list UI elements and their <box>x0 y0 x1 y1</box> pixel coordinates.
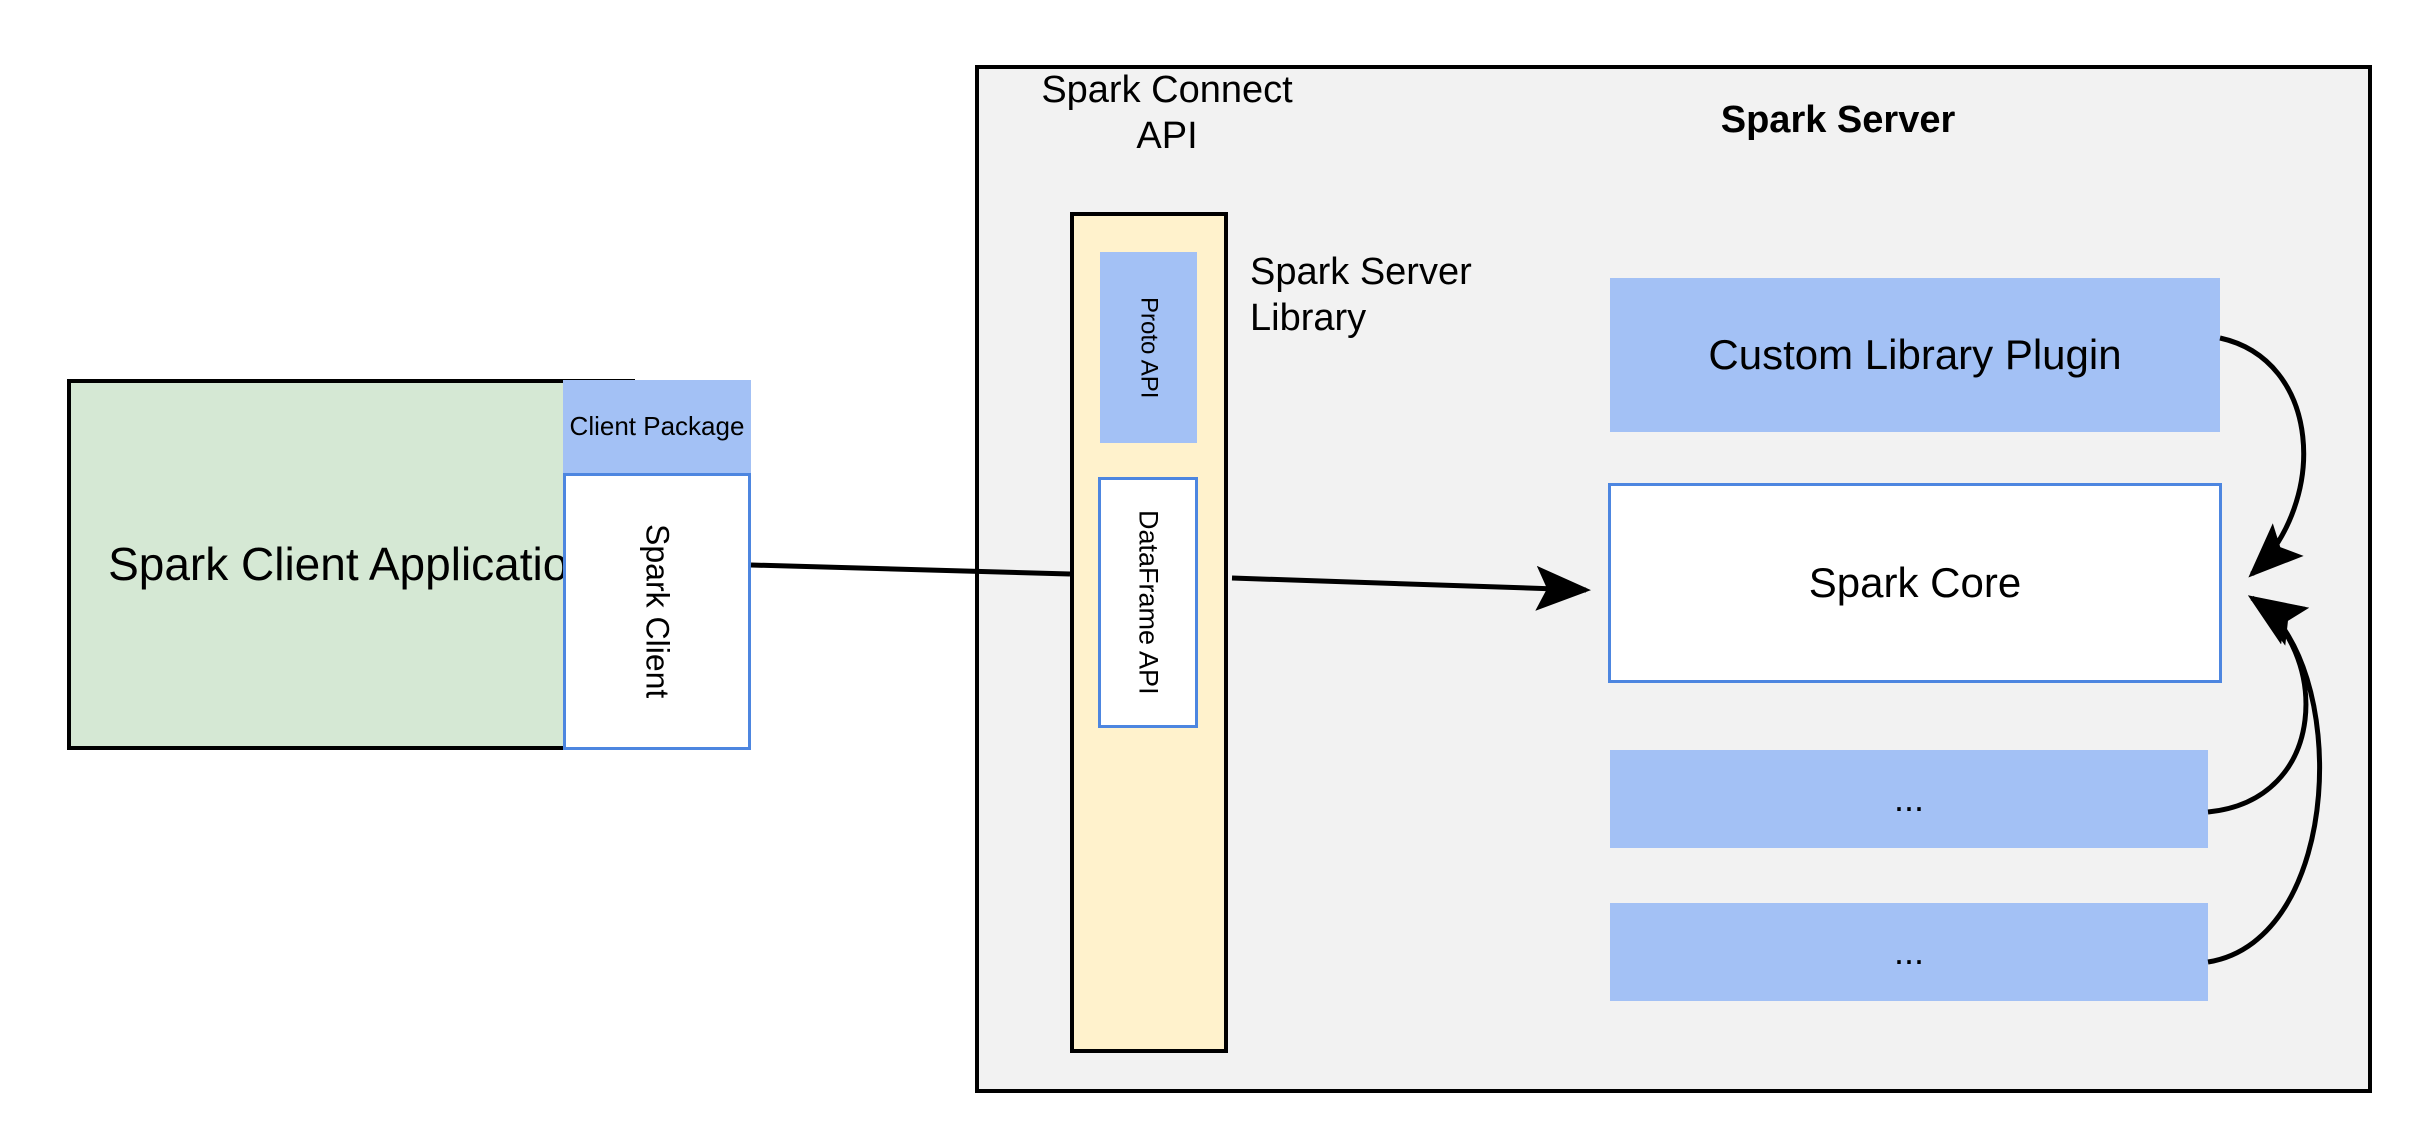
spark-core-box: Spark Core <box>1608 483 2222 683</box>
placeholder-box-2: ... <box>1610 903 2208 1001</box>
spark-server-title: Spark Server <box>1720 99 1956 141</box>
placeholder-label-2: ... <box>1893 931 1924 973</box>
spark-client-application-label: Spark Client Application <box>108 538 594 591</box>
spark-connect-api-label: Spark Connect API <box>1041 69 1293 157</box>
spark-client-application-box: Spark Client Application <box>67 379 635 750</box>
placeholder-label-1: ... <box>1893 778 1924 820</box>
custom-library-plugin-box: Custom Library Plugin <box>1610 278 2220 432</box>
client-package-box: Client Package <box>563 380 751 473</box>
dataframe-api-box: DataFrame API <box>1098 477 1198 728</box>
placeholder-box-1: ... <box>1610 750 2208 848</box>
spark-server-library-label: Spark Server Library <box>1250 251 1472 339</box>
spark-core-label: Spark Core <box>1808 558 2022 606</box>
client-package-label: Client Package <box>569 410 745 441</box>
spark-client-label: Spark Client <box>639 524 676 699</box>
proto-api-box: Proto API <box>1100 252 1197 443</box>
proto-api-label: Proto API <box>1135 296 1163 399</box>
spark-client-box: Spark Client <box>563 473 751 750</box>
dataframe-api-label: DataFrame API <box>1133 510 1164 695</box>
custom-library-plugin-label: Custom Library Plugin <box>1708 330 2122 378</box>
